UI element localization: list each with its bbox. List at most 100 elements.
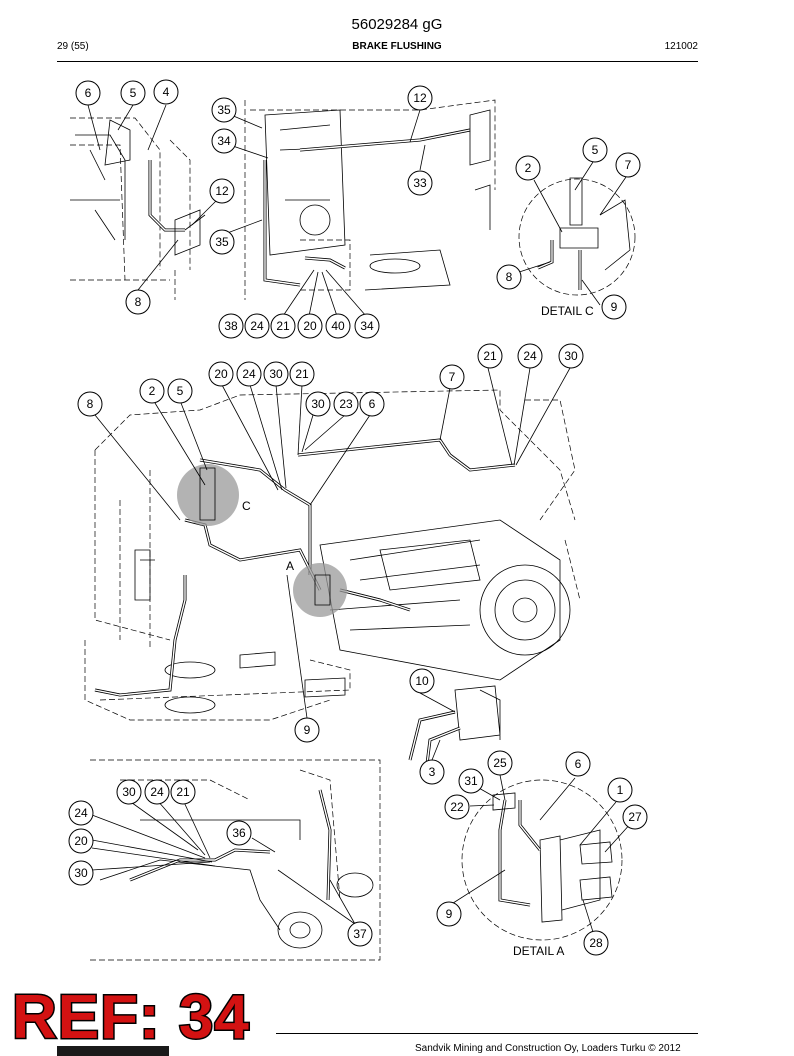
callout-balloon: 1 xyxy=(607,777,633,803)
callout-balloon: 6 xyxy=(75,80,101,106)
callout-balloon: 2 xyxy=(139,378,165,404)
svg-text:21: 21 xyxy=(276,319,290,333)
svg-text:3: 3 xyxy=(429,765,436,779)
callout-balloon: 9 xyxy=(436,901,462,927)
point-c-label: C xyxy=(242,499,251,513)
svg-text:20: 20 xyxy=(214,367,228,381)
svg-text:21: 21 xyxy=(176,785,190,799)
detail-a-label: DETAIL A xyxy=(513,944,564,958)
callout-balloon: 12 xyxy=(407,85,433,111)
callout-balloon: 37 xyxy=(347,921,373,947)
svg-text:30: 30 xyxy=(122,785,136,799)
svg-text:27: 27 xyxy=(628,810,642,824)
callout-balloon: 27 xyxy=(622,804,648,830)
callout-balloon: 35 xyxy=(211,97,237,123)
svg-text:35: 35 xyxy=(215,235,229,249)
svg-text:20: 20 xyxy=(303,319,317,333)
svg-text:33: 33 xyxy=(413,176,427,190)
callout-balloon: 5 xyxy=(167,378,193,404)
svg-text:20: 20 xyxy=(74,834,88,848)
callout-balloon: 34 xyxy=(354,313,380,339)
callout-balloon: 24 xyxy=(236,361,262,387)
svg-text:8: 8 xyxy=(87,397,94,411)
ref-stamp: REF: 34 xyxy=(11,982,251,1054)
svg-text:8: 8 xyxy=(506,270,513,284)
callout-balloon: 33 xyxy=(407,170,433,196)
header-rule xyxy=(57,61,698,62)
svg-text:36: 36 xyxy=(232,826,246,840)
svg-text:38: 38 xyxy=(224,319,238,333)
callouts: 6 5 4 12 8 35 34 12 33 35 38 24 21 20 40… xyxy=(68,79,648,956)
svg-text:40: 40 xyxy=(331,319,345,333)
svg-text:5: 5 xyxy=(177,384,184,398)
svg-text:30: 30 xyxy=(74,866,88,880)
callout-balloon: 24 xyxy=(68,800,94,826)
callout-balloon: 24 xyxy=(517,343,543,369)
callout-balloon: 6 xyxy=(565,751,591,777)
view-top-middle xyxy=(244,99,496,300)
callout-balloon: 8 xyxy=(77,391,103,417)
leader-lines xyxy=(87,104,633,933)
callout-balloon: 4 xyxy=(153,79,179,105)
callout-balloon: 30 xyxy=(305,391,331,417)
callout-balloon: 24 xyxy=(244,313,270,339)
svg-text:9: 9 xyxy=(611,300,618,314)
callout-balloon: 7 xyxy=(439,364,465,390)
callout-balloon: 21 xyxy=(170,779,196,805)
svg-text:28: 28 xyxy=(589,936,603,950)
svg-text:34: 34 xyxy=(360,319,374,333)
footer-rule xyxy=(276,1033,698,1034)
svg-text:2: 2 xyxy=(149,384,156,398)
svg-text:30: 30 xyxy=(311,397,325,411)
callout-balloon: 22 xyxy=(444,794,470,820)
svg-text:12: 12 xyxy=(413,91,427,105)
svg-text:25: 25 xyxy=(493,756,507,770)
svg-text:31: 31 xyxy=(464,774,478,788)
svg-text:22: 22 xyxy=(450,800,464,814)
svg-text:21: 21 xyxy=(295,367,309,381)
document-number: 56029284 gG xyxy=(351,16,443,33)
callout-balloon: 20 xyxy=(297,313,323,339)
svg-text:6: 6 xyxy=(85,86,92,100)
callout-balloon: 6 xyxy=(359,391,385,417)
svg-text:12: 12 xyxy=(215,184,229,198)
callout-balloon: 23 xyxy=(333,391,359,417)
svg-text:30: 30 xyxy=(564,349,578,363)
svg-text:21: 21 xyxy=(483,349,497,363)
callout-balloon: 9 xyxy=(294,717,320,743)
callout-balloon: 30 xyxy=(558,343,584,369)
svg-text:6: 6 xyxy=(575,757,582,771)
svg-text:2: 2 xyxy=(525,161,532,175)
svg-text:34: 34 xyxy=(217,134,231,148)
callout-balloon: 40 xyxy=(325,313,351,339)
svg-text:7: 7 xyxy=(449,370,456,384)
footer-logo xyxy=(57,1046,169,1056)
detail-a-drawing xyxy=(461,779,623,941)
svg-text:9: 9 xyxy=(446,907,453,921)
page-number: 29 (55) xyxy=(57,41,89,52)
callout-balloon: 9 xyxy=(601,294,627,320)
callout-balloon: 8 xyxy=(496,264,522,290)
svg-text:8: 8 xyxy=(135,295,142,309)
svg-text:23: 23 xyxy=(339,397,353,411)
callout-balloon: 38 xyxy=(218,313,244,339)
callout-balloon: 21 xyxy=(477,343,503,369)
svg-text:30: 30 xyxy=(269,367,283,381)
callout-balloon: 21 xyxy=(289,361,315,387)
footer-copyright: Sandvik Mining and Construction Oy, Load… xyxy=(415,1043,681,1054)
callout-balloon: 30 xyxy=(68,860,94,886)
svg-text:5: 5 xyxy=(130,86,137,100)
detail-c-label: DETAIL C xyxy=(541,304,594,318)
callout-balloon: 8 xyxy=(125,289,151,315)
callout-balloon: 35 xyxy=(209,229,235,255)
svg-text:37: 37 xyxy=(353,927,367,941)
callout-balloon: 12 xyxy=(209,178,235,204)
callout-balloon: 34 xyxy=(211,128,237,154)
svg-text:7: 7 xyxy=(625,158,632,172)
svg-text:35: 35 xyxy=(217,103,231,117)
svg-text:5: 5 xyxy=(592,143,599,157)
callout-balloon: 30 xyxy=(116,779,142,805)
svg-text:24: 24 xyxy=(242,367,256,381)
view-main xyxy=(84,389,581,721)
